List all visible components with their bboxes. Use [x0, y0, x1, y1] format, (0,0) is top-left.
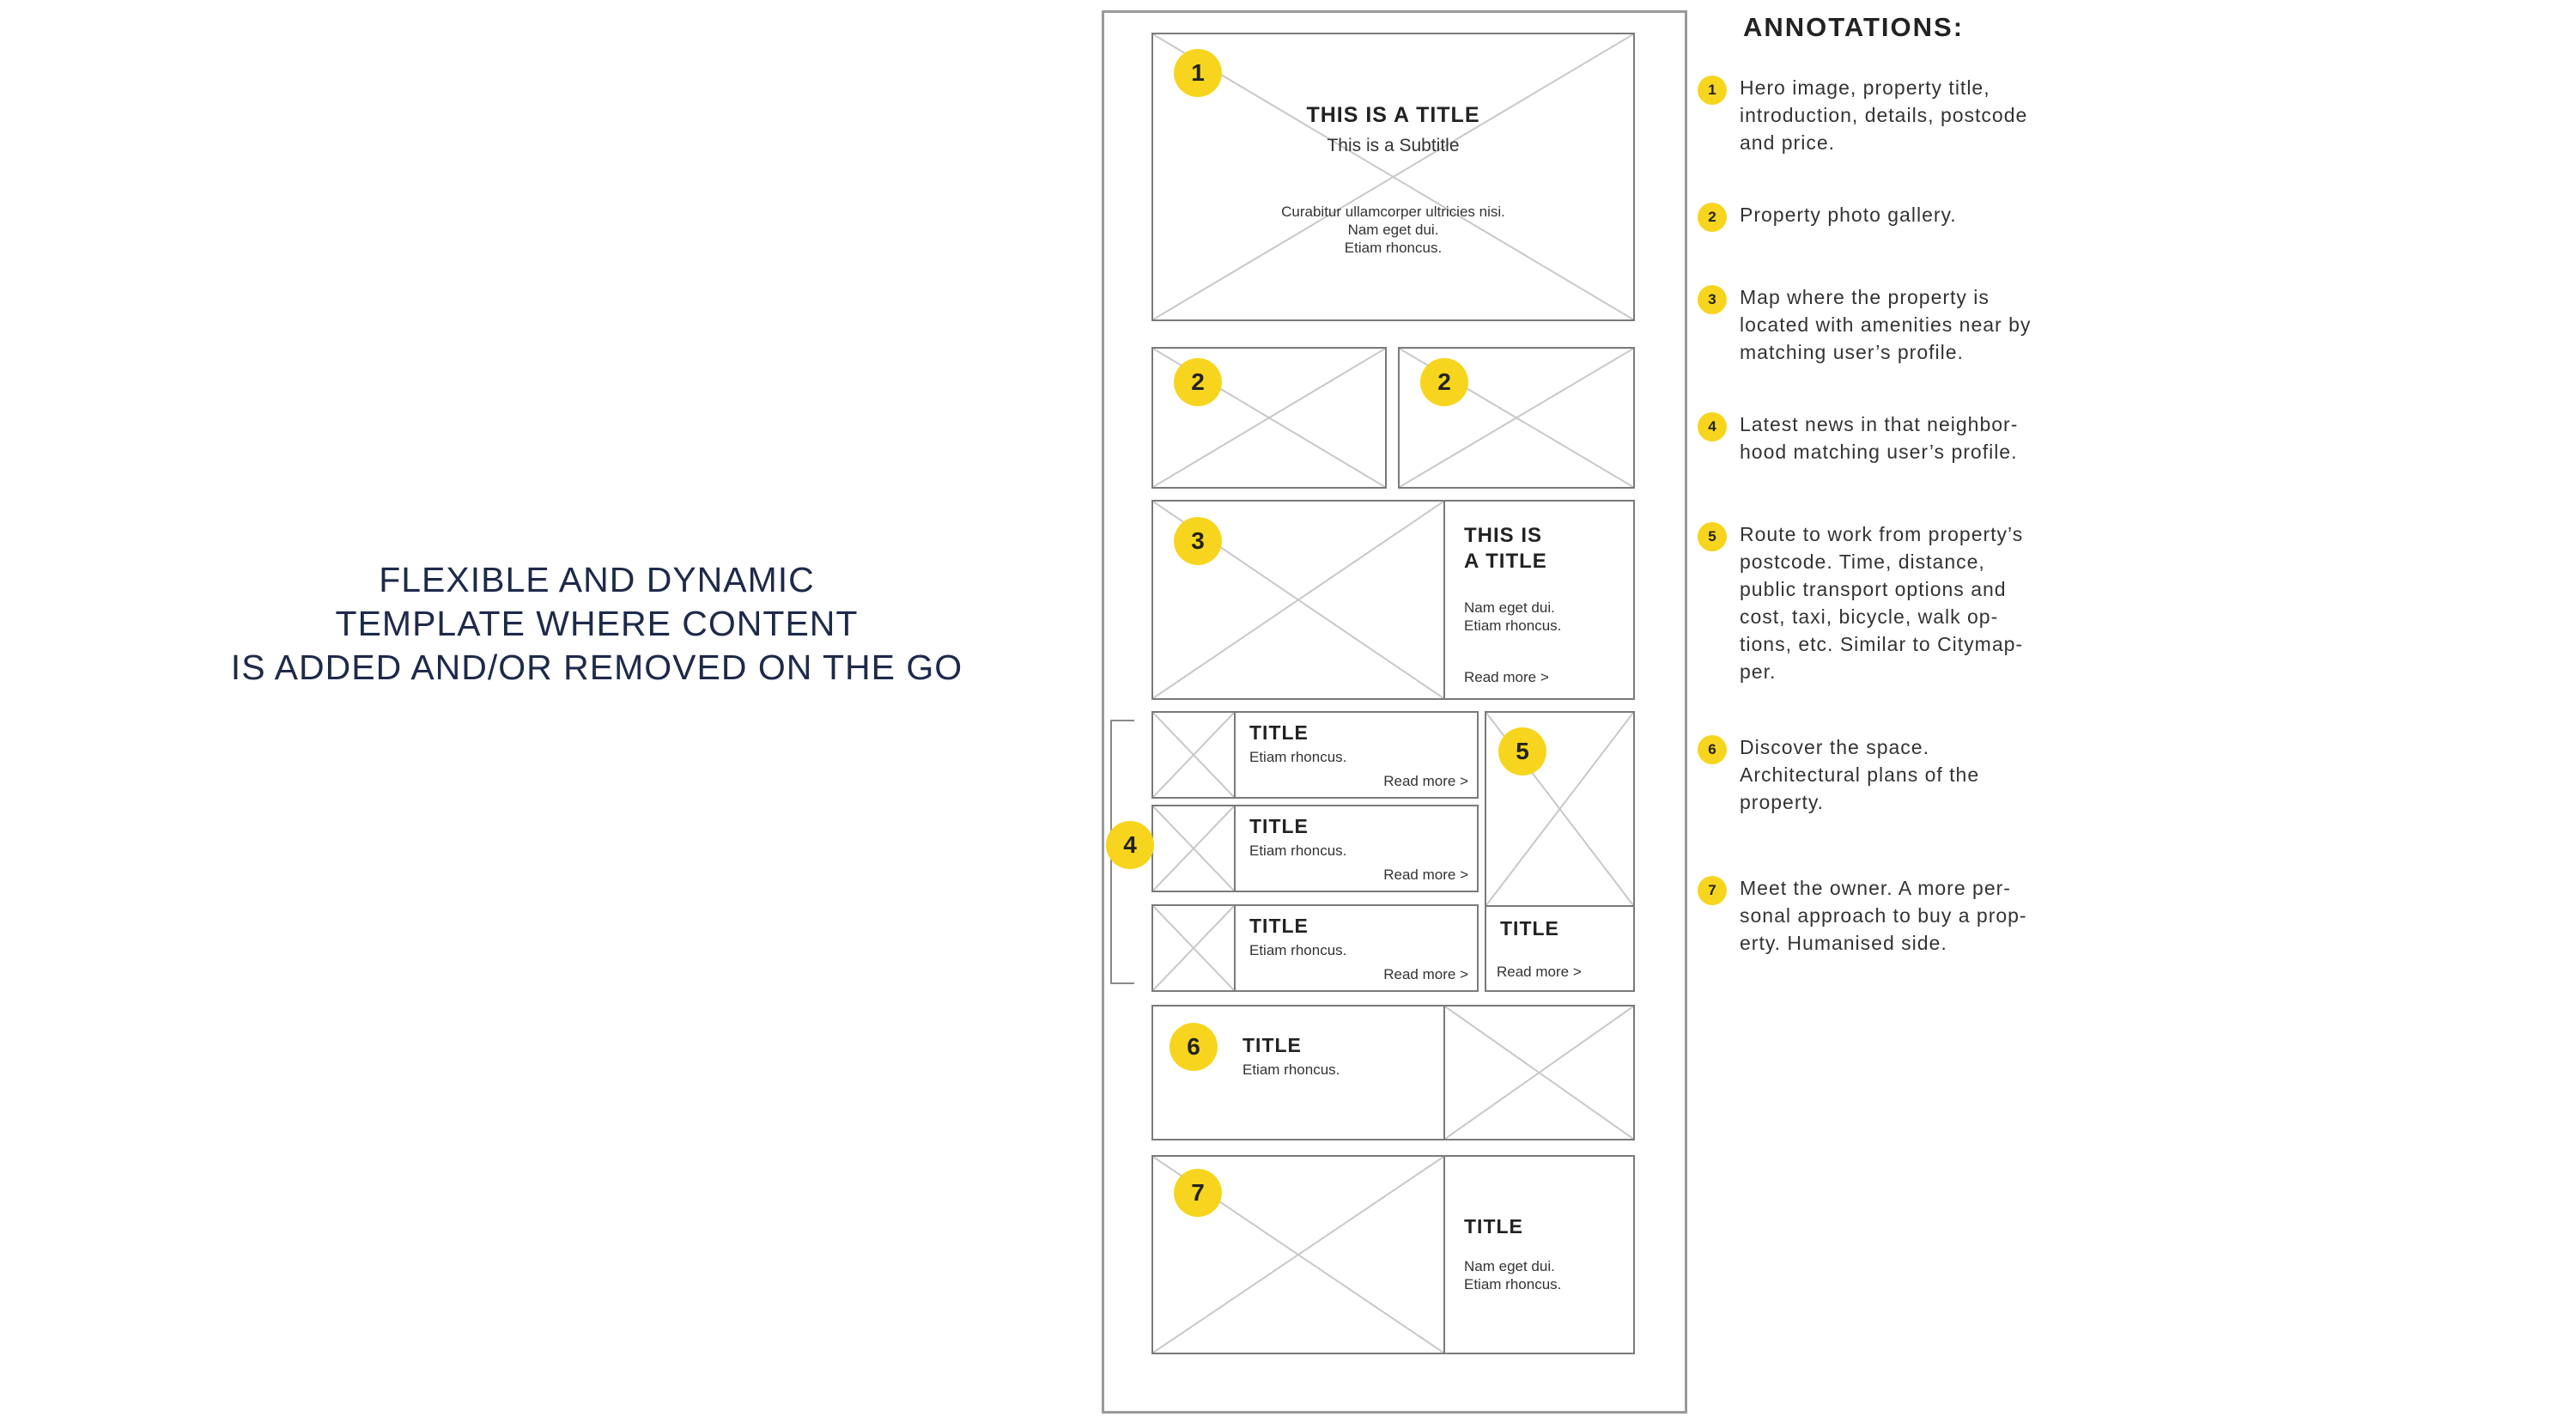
annotation-line: Route to work from property’s — [1740, 523, 2024, 545]
news-thumbnail-placeholder — [1153, 806, 1234, 891]
read-more-link[interactable]: Read more > — [1383, 773, 1468, 789]
section-badge: 7 — [1174, 1169, 1222, 1217]
map-body-text: Nam eget dui. — [1464, 599, 1555, 616]
placeholder-cross — [1153, 906, 1234, 990]
annotation-line: tions, etc. Similar to Citymap- — [1740, 633, 2024, 655]
placeholder-cross — [1153, 806, 1234, 891]
floor-plan-placeholder — [1445, 1006, 1633, 1139]
placeholder-cross-line — [1153, 502, 1443, 698]
annotation-line: Property photo gallery. — [1740, 204, 1957, 226]
section-badge: 3 — [1174, 517, 1222, 565]
annotation-line: Discover the space. — [1740, 736, 1929, 758]
annotation-line: erty. Humanised side. — [1740, 932, 1947, 954]
placeholder-cross-line — [1153, 906, 1234, 990]
read-more-link[interactable]: Read more > — [1497, 964, 1582, 980]
placeholder-cross-line — [1445, 1006, 1633, 1139]
annotation-line: located with amenities near by — [1740, 313, 2032, 336]
annotation-line: Latest news in that neighbor- — [1740, 413, 2019, 435]
placeholder-cross — [1153, 713, 1234, 797]
news-item[interactable]: TITLE Etiam rhoncus. Read more > — [1151, 805, 1479, 892]
annotation-line: Meet the owner. A more per- — [1740, 877, 2011, 899]
tagline-line: IS ADDED AND/OR REMOVED ON THE GO — [230, 648, 963, 687]
section-badge: 2 — [1420, 358, 1468, 406]
placeholder-cross-line — [1400, 349, 1633, 487]
annotation-text: Map where the property is located with a… — [1740, 283, 2100, 366]
placeholder-cross-line — [1153, 713, 1234, 797]
annotation-marker: 1 — [1698, 76, 1727, 105]
section-badge: 4 — [1106, 821, 1154, 869]
annotation-line: per. — [1740, 660, 1777, 683]
annotation-marker: 5 — [1698, 522, 1727, 551]
map-body-text: Etiam rhoncus. — [1464, 617, 1562, 634]
map-section: THIS IS A TITLE Nam eget dui. Etiam rhon… — [1151, 500, 1635, 700]
annotation-line: Map where the property is — [1740, 286, 1990, 308]
hero-image-placeholder — [1153, 34, 1633, 319]
hero-section: THIS IS A TITLE This is a Subtitle Curab… — [1151, 33, 1635, 321]
section-badge: 6 — [1170, 1023, 1218, 1071]
section-badge: 1 — [1174, 49, 1222, 97]
annotation-text: Property photo gallery. — [1740, 201, 2100, 228]
tagline-line: FLEXIBLE AND DYNAMIC — [379, 560, 815, 599]
annotation-text: Route to work from property’s postcode. … — [1740, 520, 2100, 685]
news-item-title: TITLE — [1249, 815, 1309, 837]
read-more-link[interactable]: Read more > — [1464, 669, 1549, 685]
read-more-link[interactable]: Read more > — [1383, 966, 1468, 982]
annotation-line: and price. — [1740, 131, 1836, 154]
map-title: A TITLE — [1464, 550, 1547, 573]
annotation-line: cost, taxi, bicycle, walk op- — [1740, 605, 1999, 628]
annotation-line: sonal approach to buy a prop- — [1740, 904, 2027, 927]
placeholder-cross — [1445, 1006, 1633, 1139]
section-badge: 2 — [1174, 358, 1222, 406]
owner-body-text: Nam eget dui. — [1464, 1258, 1555, 1274]
tagline-line: TEMPLATE WHERE CONTENT — [335, 604, 859, 643]
annotation-marker: 3 — [1698, 285, 1727, 314]
placeholder-cross-line — [1153, 806, 1234, 891]
news-thumbnail-placeholder — [1153, 906, 1234, 990]
section-badge: 5 — [1498, 727, 1546, 775]
space-section: TITLE Etiam rhoncus. — [1151, 1005, 1635, 1140]
news-thumbnail-placeholder — [1153, 713, 1234, 797]
annotation-line: public transport options and — [1740, 578, 2007, 600]
annotation-text: Meet the owner. A more per- sonal approa… — [1740, 874, 2100, 957]
news-item-title: TITLE — [1249, 915, 1309, 937]
annotation-text: Hero image, property title, introduction… — [1740, 74, 2100, 156]
annotation-marker: 2 — [1698, 203, 1727, 232]
news-item-body: Etiam rhoncus. — [1249, 842, 1347, 859]
placeholder-cross-line — [1153, 34, 1633, 319]
annotation-line: Hero image, property title, — [1740, 76, 1990, 99]
space-title: TITLE — [1242, 1034, 1302, 1056]
annotation-line: matching user’s profile. — [1740, 341, 1964, 363]
read-more-link[interactable]: Read more > — [1383, 867, 1468, 883]
annotation-line: Architectural plans of the — [1740, 763, 1980, 786]
route-title: TITLE — [1500, 917, 1559, 940]
news-item[interactable]: TITLE Etiam rhoncus. Read more > — [1151, 904, 1479, 992]
owner-body-text: Etiam rhoncus. — [1464, 1276, 1562, 1292]
hero-title: THIS IS A TITLE — [1306, 103, 1480, 127]
owner-title: TITLE — [1464, 1215, 1523, 1238]
news-item-title: TITLE — [1249, 721, 1309, 744]
hero-body-text: Curabitur ullamcorper ultricies nisi. Na… — [1281, 204, 1505, 256]
annotation-marker: 7 — [1698, 876, 1727, 905]
placeholder-cross-line — [1486, 713, 1633, 905]
annotation-line: postcode. Time, distance, — [1740, 550, 1985, 573]
annotation-line: introduction, details, postcode — [1740, 104, 2028, 126]
annotation-marker: 6 — [1698, 735, 1727, 764]
annotations-heading: ANNOTATIONS: — [1743, 12, 1965, 42]
placeholder-cross — [1153, 34, 1633, 319]
tagline: FLEXIBLE AND DYNAMIC TEMPLATE WHERE CONT… — [112, 558, 1082, 690]
news-item[interactable]: TITLE Etiam rhoncus. Read more > — [1151, 711, 1479, 799]
news-item-body: Etiam rhoncus. — [1249, 749, 1347, 765]
annotation-marker: 4 — [1698, 412, 1727, 441]
annotation-line: hood matching user’s profile. — [1740, 441, 2018, 463]
space-body-text: Etiam rhoncus. — [1242, 1061, 1340, 1078]
news-item-body: Etiam rhoncus. — [1249, 942, 1347, 958]
hero-subtitle: This is a Subtitle — [1327, 136, 1460, 155]
placeholder-cross-line — [1153, 349, 1385, 487]
owner-section: TITLE Nam eget dui. Etiam rhoncus. — [1151, 1155, 1635, 1354]
annotation-line: property. — [1740, 791, 1825, 813]
placeholder-cross-line — [1153, 1157, 1443, 1353]
annotation-text: Latest news in that neighbor- hood match… — [1740, 411, 2100, 465]
map-title: THIS IS — [1464, 524, 1543, 547]
annotation-text: Discover the space. Architectural plans … — [1740, 733, 2100, 816]
